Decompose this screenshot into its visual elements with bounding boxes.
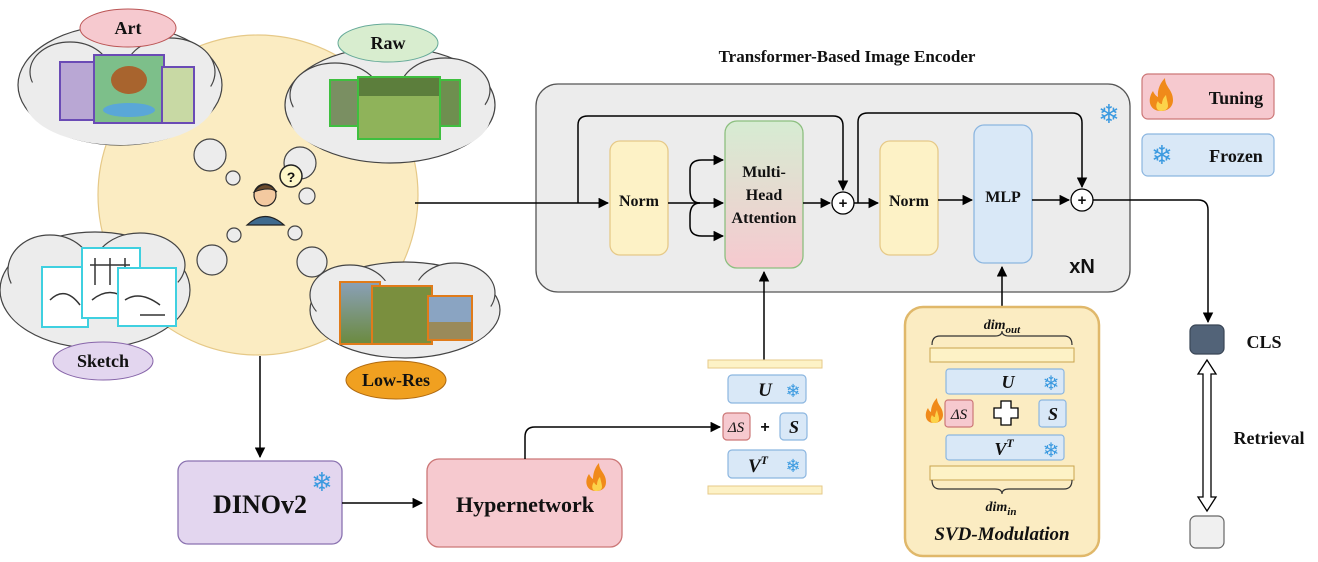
u-factor-box bbox=[727, 374, 807, 404]
user-thinking-icon: ? bbox=[245, 164, 303, 226]
svd-flame-icon bbox=[925, 398, 943, 423]
svd-weight-bar-bottom bbox=[929, 465, 1075, 481]
attention-label-line1: Multi- bbox=[742, 164, 786, 181]
weight-bar-bottom bbox=[707, 485, 823, 495]
svd-u-label: U bbox=[1002, 372, 1016, 392]
art-cloud bbox=[17, 24, 223, 146]
lowres-thumbnail-2 bbox=[371, 285, 433, 345]
snowflake-icon: ❄ bbox=[1151, 140, 1173, 170]
svd-delta-s-box bbox=[944, 399, 974, 428]
sketch-label-pill bbox=[52, 341, 154, 381]
sketch-cloud bbox=[0, 231, 191, 349]
thought-bubble bbox=[225, 170, 241, 186]
thought-bubble bbox=[287, 225, 303, 241]
art-thumbnail-3 bbox=[161, 66, 195, 124]
cls-token bbox=[1189, 324, 1225, 355]
dinov2-label: DINOv2 bbox=[213, 490, 307, 519]
norm1-label: Norm bbox=[619, 193, 660, 210]
qkv-split-down bbox=[689, 202, 725, 242]
sketch-label: Sketch bbox=[77, 351, 129, 371]
raw-thumbnail-1 bbox=[329, 79, 363, 127]
raw-thumbnail-3 bbox=[439, 79, 461, 127]
legend-tuning bbox=[1141, 73, 1275, 120]
thought-bubble bbox=[296, 246, 328, 278]
hypernetwork-label: Hypernetwork bbox=[456, 492, 595, 517]
art-label: Art bbox=[115, 18, 142, 38]
legend-tuning-label: Tuning bbox=[1209, 88, 1263, 108]
norm2-label: Norm bbox=[889, 193, 930, 210]
weight-bar-top bbox=[707, 359, 823, 369]
cls-label: CLS bbox=[1246, 332, 1281, 352]
mlp-label: MLP bbox=[985, 189, 1021, 206]
gallery-token bbox=[1189, 515, 1225, 549]
raw-cloud bbox=[284, 46, 496, 164]
lowres-cloud bbox=[309, 261, 501, 359]
factor-plus: + bbox=[760, 419, 769, 436]
svd-weight-bar-top bbox=[929, 347, 1075, 363]
retrieval-label: Retrieval bbox=[1234, 428, 1305, 448]
add-symbol: + bbox=[839, 195, 848, 212]
s-box bbox=[779, 412, 808, 441]
thought-bubble bbox=[298, 187, 316, 205]
svd-v-box bbox=[945, 434, 1065, 461]
lowres-label: Low-Res bbox=[362, 370, 430, 390]
thought-bubble bbox=[196, 244, 228, 276]
hypernetwork-to-deltas-arrow bbox=[524, 421, 722, 459]
residual-skip-1 bbox=[577, 115, 849, 203]
attention-label-line2: Head bbox=[746, 187, 783, 204]
v-factor-label: VT bbox=[748, 453, 769, 477]
svg-text:?: ? bbox=[287, 169, 296, 185]
encoder-frozen-icon: ❄ bbox=[1098, 99, 1120, 129]
dim-in-brace bbox=[931, 479, 1073, 495]
retrieval-double-arrow bbox=[1196, 358, 1218, 513]
raw-label: Raw bbox=[371, 33, 406, 53]
residual-skip-2 bbox=[857, 112, 1088, 203]
repeat-label: xN bbox=[1069, 256, 1095, 278]
mlp-box bbox=[973, 124, 1033, 264]
svd-modulation-title: SVD-Modulation bbox=[934, 524, 1069, 545]
svd-delta-s-label: ΔS bbox=[950, 407, 968, 423]
delta-s-label: ΔS bbox=[727, 420, 745, 436]
v-factor-box bbox=[727, 449, 807, 479]
svd-v-frozen-icon: ❄ bbox=[1043, 440, 1060, 462]
qkv-split-up bbox=[689, 154, 725, 204]
svd-plus-sign bbox=[993, 400, 1019, 426]
svd-v-label: VT bbox=[994, 436, 1014, 459]
dim-out-brace bbox=[931, 330, 1073, 346]
u-frozen-icon: ❄ bbox=[785, 381, 800, 401]
v-frozen-icon: ❄ bbox=[785, 456, 800, 476]
svd-modulation-panel bbox=[903, 305, 1101, 558]
attention-box bbox=[724, 120, 804, 269]
add-symbol: + bbox=[1078, 192, 1087, 209]
u-factor-label: U bbox=[758, 380, 773, 401]
s-label: S bbox=[789, 417, 799, 437]
dim-in-label: dimin bbox=[986, 500, 1017, 518]
attention-label-line3: Attention bbox=[732, 210, 797, 227]
norm2-box bbox=[879, 140, 939, 256]
legend-frozen bbox=[1141, 133, 1275, 177]
art-label-pill bbox=[79, 8, 177, 48]
norm1-box bbox=[609, 140, 669, 256]
flame-icon bbox=[1149, 78, 1173, 111]
dim-out-label: dimout bbox=[984, 318, 1021, 336]
svd-u-box bbox=[945, 368, 1065, 395]
sketch-thumbnail-3 bbox=[117, 267, 177, 327]
thought-bubble bbox=[226, 227, 242, 243]
encoder-title: Transformer-Based Image Encoder bbox=[719, 47, 976, 66]
delta-s-box bbox=[722, 412, 751, 441]
sketch-thumbnail-1 bbox=[41, 266, 89, 328]
encoder-to-cls-arrow bbox=[1093, 199, 1214, 324]
svd-u-frozen-icon: ❄ bbox=[1043, 373, 1060, 395]
svd-s-box bbox=[1038, 399, 1067, 428]
lowres-label-pill bbox=[345, 360, 447, 400]
svd-s-label: S bbox=[1048, 404, 1058, 424]
dinov2-frozen-icon: ❄ bbox=[311, 467, 333, 497]
raw-label-pill bbox=[337, 23, 439, 63]
thought-bubble bbox=[193, 138, 227, 172]
hypernetwork-flame-icon bbox=[586, 463, 606, 491]
legend-frozen-label: Frozen bbox=[1209, 146, 1263, 166]
